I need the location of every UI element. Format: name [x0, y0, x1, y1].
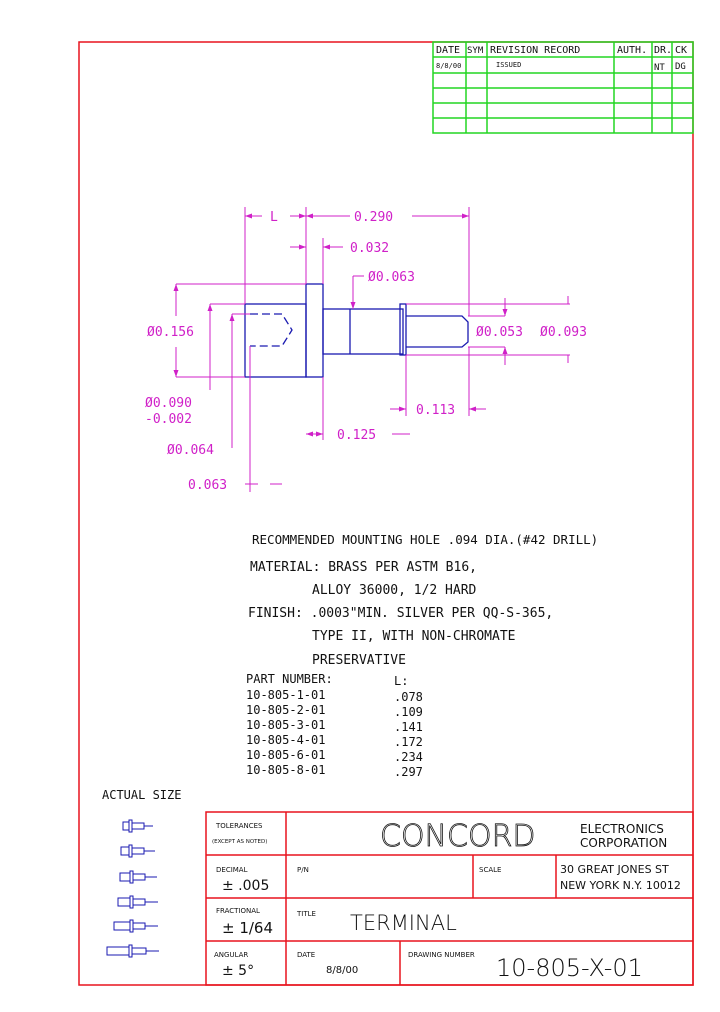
dim-dia-156: Ø0.156	[147, 325, 194, 340]
scale-label: SCALE	[479, 866, 501, 874]
terminal-actual-size-2-icon	[120, 844, 155, 858]
part-table-header-part: PART NUMBER:	[246, 672, 333, 686]
part-row-6-number: 10-805-8-01	[246, 763, 325, 777]
terminal-actual-size-1-icon	[122, 819, 153, 833]
rev-header-dr: DR.	[654, 45, 672, 56]
part-row-4-length: .172	[394, 735, 423, 749]
dim-dia-090: Ø0.090	[145, 396, 192, 411]
part-row-5-number: 10-805-6-01	[246, 748, 325, 762]
decimal-value: ± .005	[222, 878, 269, 894]
terminal-actual-size-6-icon	[106, 944, 159, 958]
part-row-1-length: .078	[394, 690, 423, 704]
company-sub-2: CORPORATION	[580, 836, 667, 850]
rev-row1-dr: NT	[654, 63, 665, 73]
rev-header-ck: CK	[675, 45, 687, 56]
address-line-2: NEW YORK N.Y. 10012	[560, 879, 681, 892]
part-table-header-l: L:	[394, 674, 408, 688]
drawing-number: 10-805-X-01	[496, 954, 643, 982]
date-label: DATE	[297, 951, 315, 959]
note-finish-3: PRESERVATIVE	[312, 653, 406, 668]
note-mounting-hole: RECOMMENDED MOUNTING HOLE .094 DIA.(#42 …	[252, 532, 598, 547]
rev-header-sym: SYM	[467, 46, 484, 56]
rev-row1-date: 8/8/00	[436, 62, 461, 70]
part-row-2-number: 10-805-2-01	[246, 703, 325, 717]
dim-dia-063: Ø0.063	[368, 270, 415, 285]
part-row-3-number: 10-805-3-01	[246, 718, 325, 732]
title-label: TITLE	[296, 910, 316, 918]
part-row-5-length: .234	[394, 750, 423, 764]
part-row-1-number: 10-805-1-01	[246, 688, 325, 702]
dim-dia-064: Ø0.064	[167, 443, 214, 458]
dim-tol-002: -0.002	[145, 412, 192, 427]
dim-len-063: 0.063	[188, 478, 227, 493]
dim-L-label: L	[270, 210, 278, 225]
part-row-2-length: .109	[394, 705, 423, 719]
note-finish-2: TYPE II, WITH NON-CHROMATE	[312, 629, 516, 644]
company-sub-1: ELECTRONICS	[580, 822, 664, 836]
pn-label: P/N	[297, 866, 309, 874]
rev-row1-ck: DG	[675, 62, 686, 72]
fractional-label: FRACTIONAL	[216, 907, 260, 915]
actual-size-label: ACTUAL SIZE	[102, 788, 181, 802]
dim-flange-thickness: 0.032	[350, 241, 389, 256]
rev-row1-record: ISSUED	[496, 61, 521, 69]
fractional-value: ± 1/64	[222, 919, 273, 937]
terminal-part-drawing	[244, 283, 469, 378]
revision-block: DATE SYM REVISION RECORD AUTH. DR. CK 8/…	[432, 41, 694, 134]
address-line-1: 30 GREAT JONES ST	[560, 863, 669, 876]
dim-overall-length: 0.290	[354, 210, 393, 225]
dim-len-125: 0.125	[337, 428, 376, 443]
rev-header-auth: AUTH.	[617, 45, 647, 56]
company-name: CONCORD	[380, 819, 536, 854]
angular-label: ANGULAR	[214, 951, 248, 959]
date-value: 8/8/00	[326, 965, 358, 976]
note-material-1: MATERIAL: BRASS PER ASTM B16,	[250, 560, 477, 575]
dim-len-113: 0.113	[416, 403, 455, 418]
dimension-arrows	[173, 213, 508, 437]
terminal-actual-size-5-icon	[113, 919, 158, 933]
rev-header-date: DATE	[436, 45, 460, 56]
part-number-table: PART NUMBER: L: 10-805-1-01 .078 10-805-…	[246, 672, 423, 779]
actual-size-icons	[106, 819, 159, 958]
part-row-4-number: 10-805-4-01	[246, 733, 325, 747]
terminal-actual-size-3-icon	[119, 870, 157, 884]
part-row-3-length: .141	[394, 720, 423, 734]
part-row-6-length: .297	[394, 765, 423, 779]
title-block	[205, 811, 694, 986]
note-finish-1: FINISH: .0003"MIN. SILVER PER QQ-S-365,	[248, 606, 553, 621]
dim-dia-093: Ø0.093	[540, 325, 587, 340]
rev-header-record: REVISION RECORD	[490, 45, 580, 56]
except-noted-label: (EXCEPT AS NOTED)	[212, 839, 267, 845]
decimal-label: DECIMAL	[216, 866, 248, 874]
dimension-lines	[175, 207, 570, 492]
terminal-actual-size-4-icon	[117, 895, 158, 909]
dim-dia-053: Ø0.053	[476, 325, 523, 340]
tolerances-label: TOLERANCES	[215, 822, 263, 830]
drawing-number-label: DRAWING NUMBER	[408, 951, 475, 959]
title-value: TERMINAL	[350, 911, 457, 935]
note-material-2: ALLOY 36000, 1/2 HARD	[312, 583, 477, 598]
angular-value: ± 5°	[222, 963, 254, 979]
